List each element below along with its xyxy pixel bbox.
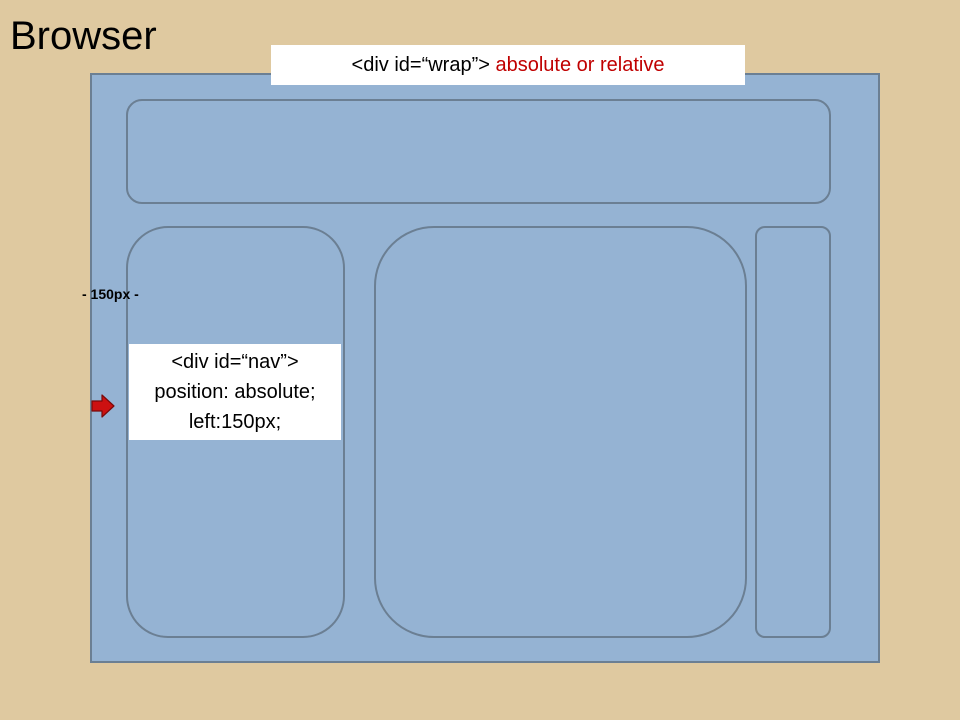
right-arrow-icon bbox=[91, 394, 115, 418]
nav-position-rule: position: absolute; bbox=[154, 381, 316, 403]
header-panel bbox=[126, 99, 831, 204]
nav-tag: <div id=“nav”> bbox=[171, 351, 299, 373]
wrap-label: <div id=“wrap”> absolute or relative bbox=[271, 45, 745, 85]
nav-left-rule: left:150px; bbox=[188, 411, 282, 433]
wrap-tag: <div id=“wrap”> bbox=[351, 54, 490, 76]
main-content-panel bbox=[374, 226, 747, 638]
wrap-note: absolute or relative bbox=[495, 54, 665, 76]
browser-title: Browser bbox=[10, 14, 157, 58]
side-panel bbox=[755, 226, 831, 638]
nav-label: <div id=“nav”> position: absolute; left:… bbox=[129, 344, 341, 440]
offset-label: - 150px - bbox=[82, 286, 139, 302]
